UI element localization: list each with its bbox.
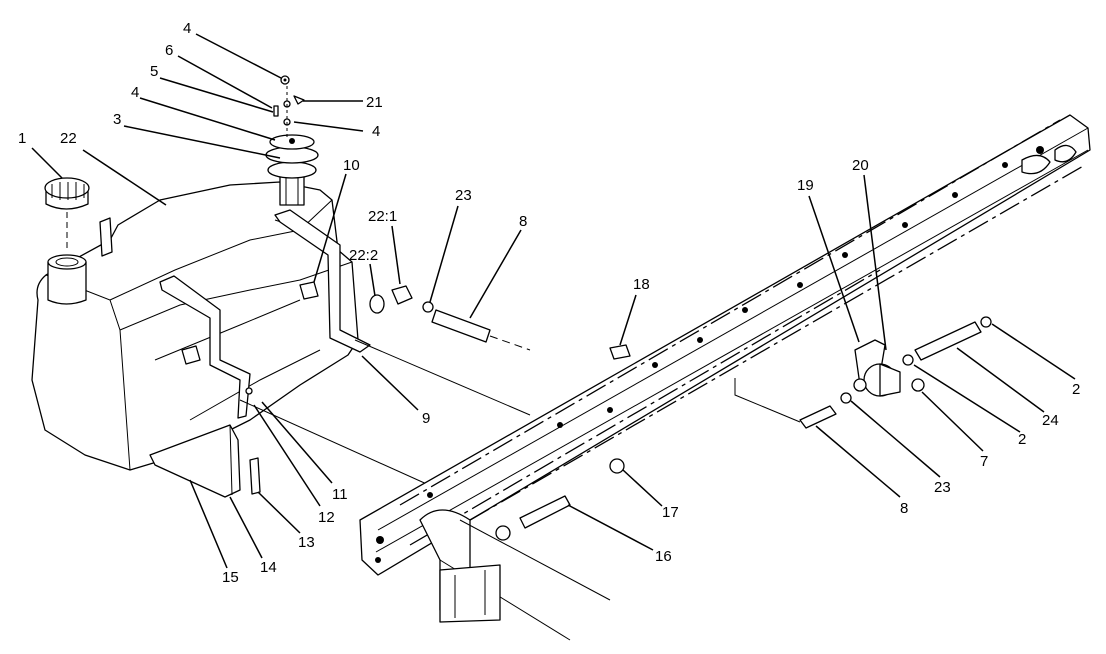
frame-rail <box>359 114 1091 641</box>
callout-1: 1 <box>18 130 26 147</box>
frame-hardware <box>495 344 631 541</box>
callout-15: 15 <box>222 569 239 586</box>
callout-19: 19 <box>797 177 814 194</box>
callout-4b: 4 <box>183 20 191 37</box>
callout-16: 16 <box>655 548 672 565</box>
pivot-assembly <box>734 316 992 429</box>
callout-24: 24 <box>1042 412 1059 429</box>
fuel-fittings <box>239 285 531 491</box>
callout-8a: 8 <box>519 213 527 230</box>
callout-2: 2 <box>1072 381 1080 398</box>
callout-5: 5 <box>150 63 158 80</box>
fuel-cap <box>44 177 90 250</box>
callout-10: 10 <box>343 157 360 174</box>
fuel-sender-assembly <box>265 75 319 206</box>
callout-labels: 1 22 3 4 5 6 4 21 4 10 22:1 23 8 22:2 18… <box>18 20 1080 586</box>
fuel-tank <box>31 181 359 471</box>
callout-23a: 23 <box>455 187 472 204</box>
callout-6: 6 <box>165 42 173 59</box>
callout-4a: 4 <box>131 84 139 101</box>
callout-9: 9 <box>422 410 430 427</box>
callout-14: 14 <box>260 559 277 576</box>
callout-11: 11 <box>332 486 348 503</box>
callout-3: 3 <box>113 111 121 128</box>
callout-18: 18 <box>633 276 650 293</box>
callout-7: 7 <box>980 453 988 470</box>
callout-8b: 8 <box>900 500 908 517</box>
callout-17: 17 <box>662 504 679 521</box>
tank-brackets <box>149 209 371 498</box>
callout-20: 20 <box>852 157 869 174</box>
leader-lines <box>31 33 1076 569</box>
callout-2b: 2 <box>1018 431 1026 448</box>
callout-22-1: 22:1 <box>368 208 397 225</box>
callout-13: 13 <box>298 534 315 551</box>
callout-12: 12 <box>318 509 335 526</box>
callout-22-2: 22:2 <box>349 247 378 264</box>
callout-4c: 4 <box>372 123 380 140</box>
callout-23b: 23 <box>934 479 951 496</box>
callout-22: 22 <box>60 130 77 147</box>
callout-21: 21 <box>366 94 383 111</box>
